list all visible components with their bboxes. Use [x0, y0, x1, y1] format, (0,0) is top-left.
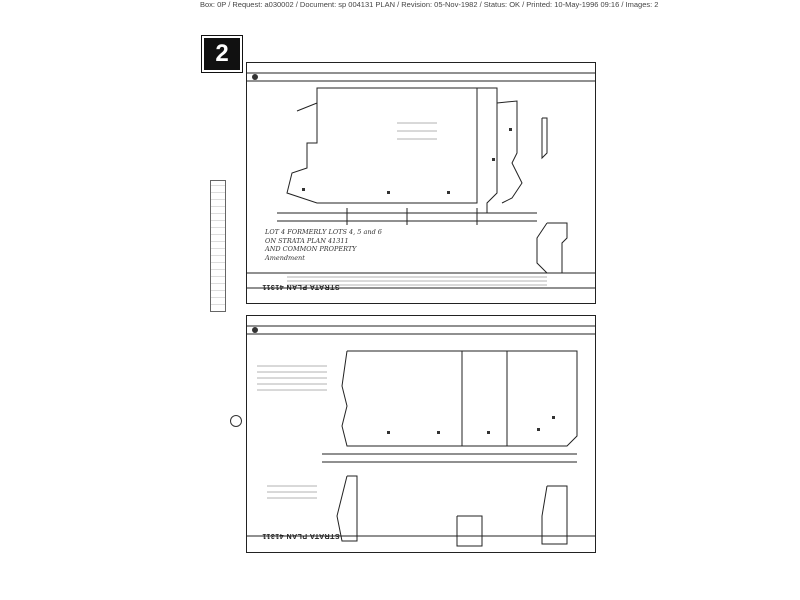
handwritten-amendment-note: LOT 4 FORMERLY LOTS 4, 5 and 6 ON STRATA…: [265, 228, 395, 262]
floor-plan-drawing-top: [247, 72, 595, 289]
strata-plan-label-top: STRATA PLAN 41311: [262, 283, 340, 290]
floor-plan-drawing-bottom: [247, 325, 595, 547]
page-number-badge: 2: [201, 35, 243, 73]
note-line: AND COMMON PROPERTY: [265, 245, 357, 253]
strata-plan-label-bottom: STRATA PLAN 41311: [262, 532, 340, 539]
note-line: ON STRATA PLAN 41311: [265, 236, 349, 245]
document-header: Box: 0P / Request: a030002 / Document: s…: [200, 0, 659, 9]
plan-sheet-top: [246, 62, 596, 304]
plan-sheet-bottom: [246, 315, 596, 553]
seal-icon: [230, 415, 242, 427]
note-line: LOT 4 FORMERLY LOTS 4, 5 and 6: [265, 228, 382, 236]
note-line: Amendment: [265, 253, 305, 262]
margin-stamp-strip: [210, 180, 226, 312]
